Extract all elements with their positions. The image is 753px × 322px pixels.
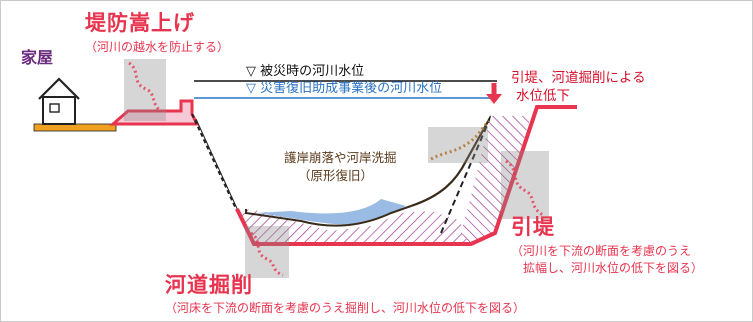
excavation-note: （河床を下流の断面を考慮のうえ掘削し、河川水位の低下を図る） [165, 301, 526, 315]
setback-note-line2: 拡幅し、河川水位の低下を図る） [523, 261, 704, 275]
left-slope-armor [191, 113, 238, 212]
house-icon [38, 77, 80, 125]
photo-strip-right [501, 151, 549, 219]
water-body [256, 199, 406, 225]
levee-raise-note: （河川の越水を防止する） [85, 40, 230, 54]
water-level-after-label: ▽ 災害復旧助成事業後の河川水位 [246, 81, 443, 96]
setback-title: 引堤 [511, 215, 555, 239]
photo-strip-left [124, 59, 166, 121]
water-level-disaster-label: ▽ 被災時の河川水位 [246, 64, 365, 79]
bank-collapse-label: 護岸崩落や河岸洗掘 [284, 150, 397, 165]
setback-area [461, 116, 531, 244]
excavation-area [237, 209, 471, 244]
old-bank-dashed [440, 115, 492, 234]
lowering-label-line2: 水位低下 [516, 88, 570, 104]
house-label: 家屋 [21, 48, 54, 67]
levee-raise-title: 堤防嵩上げ [85, 11, 195, 35]
bank-restore-label: （原形復旧） [298, 168, 374, 183]
ground-band [33, 123, 117, 132]
setback-note-line1: （河川を下流の断面を考慮のうえ [511, 244, 692, 258]
old-bank-line [410, 115, 492, 208]
new-channel-outline [235, 105, 577, 246]
excavation-title: 河道掘削 [165, 273, 253, 297]
lowering-label-line1: 引堤、河道掘削による [511, 70, 646, 86]
